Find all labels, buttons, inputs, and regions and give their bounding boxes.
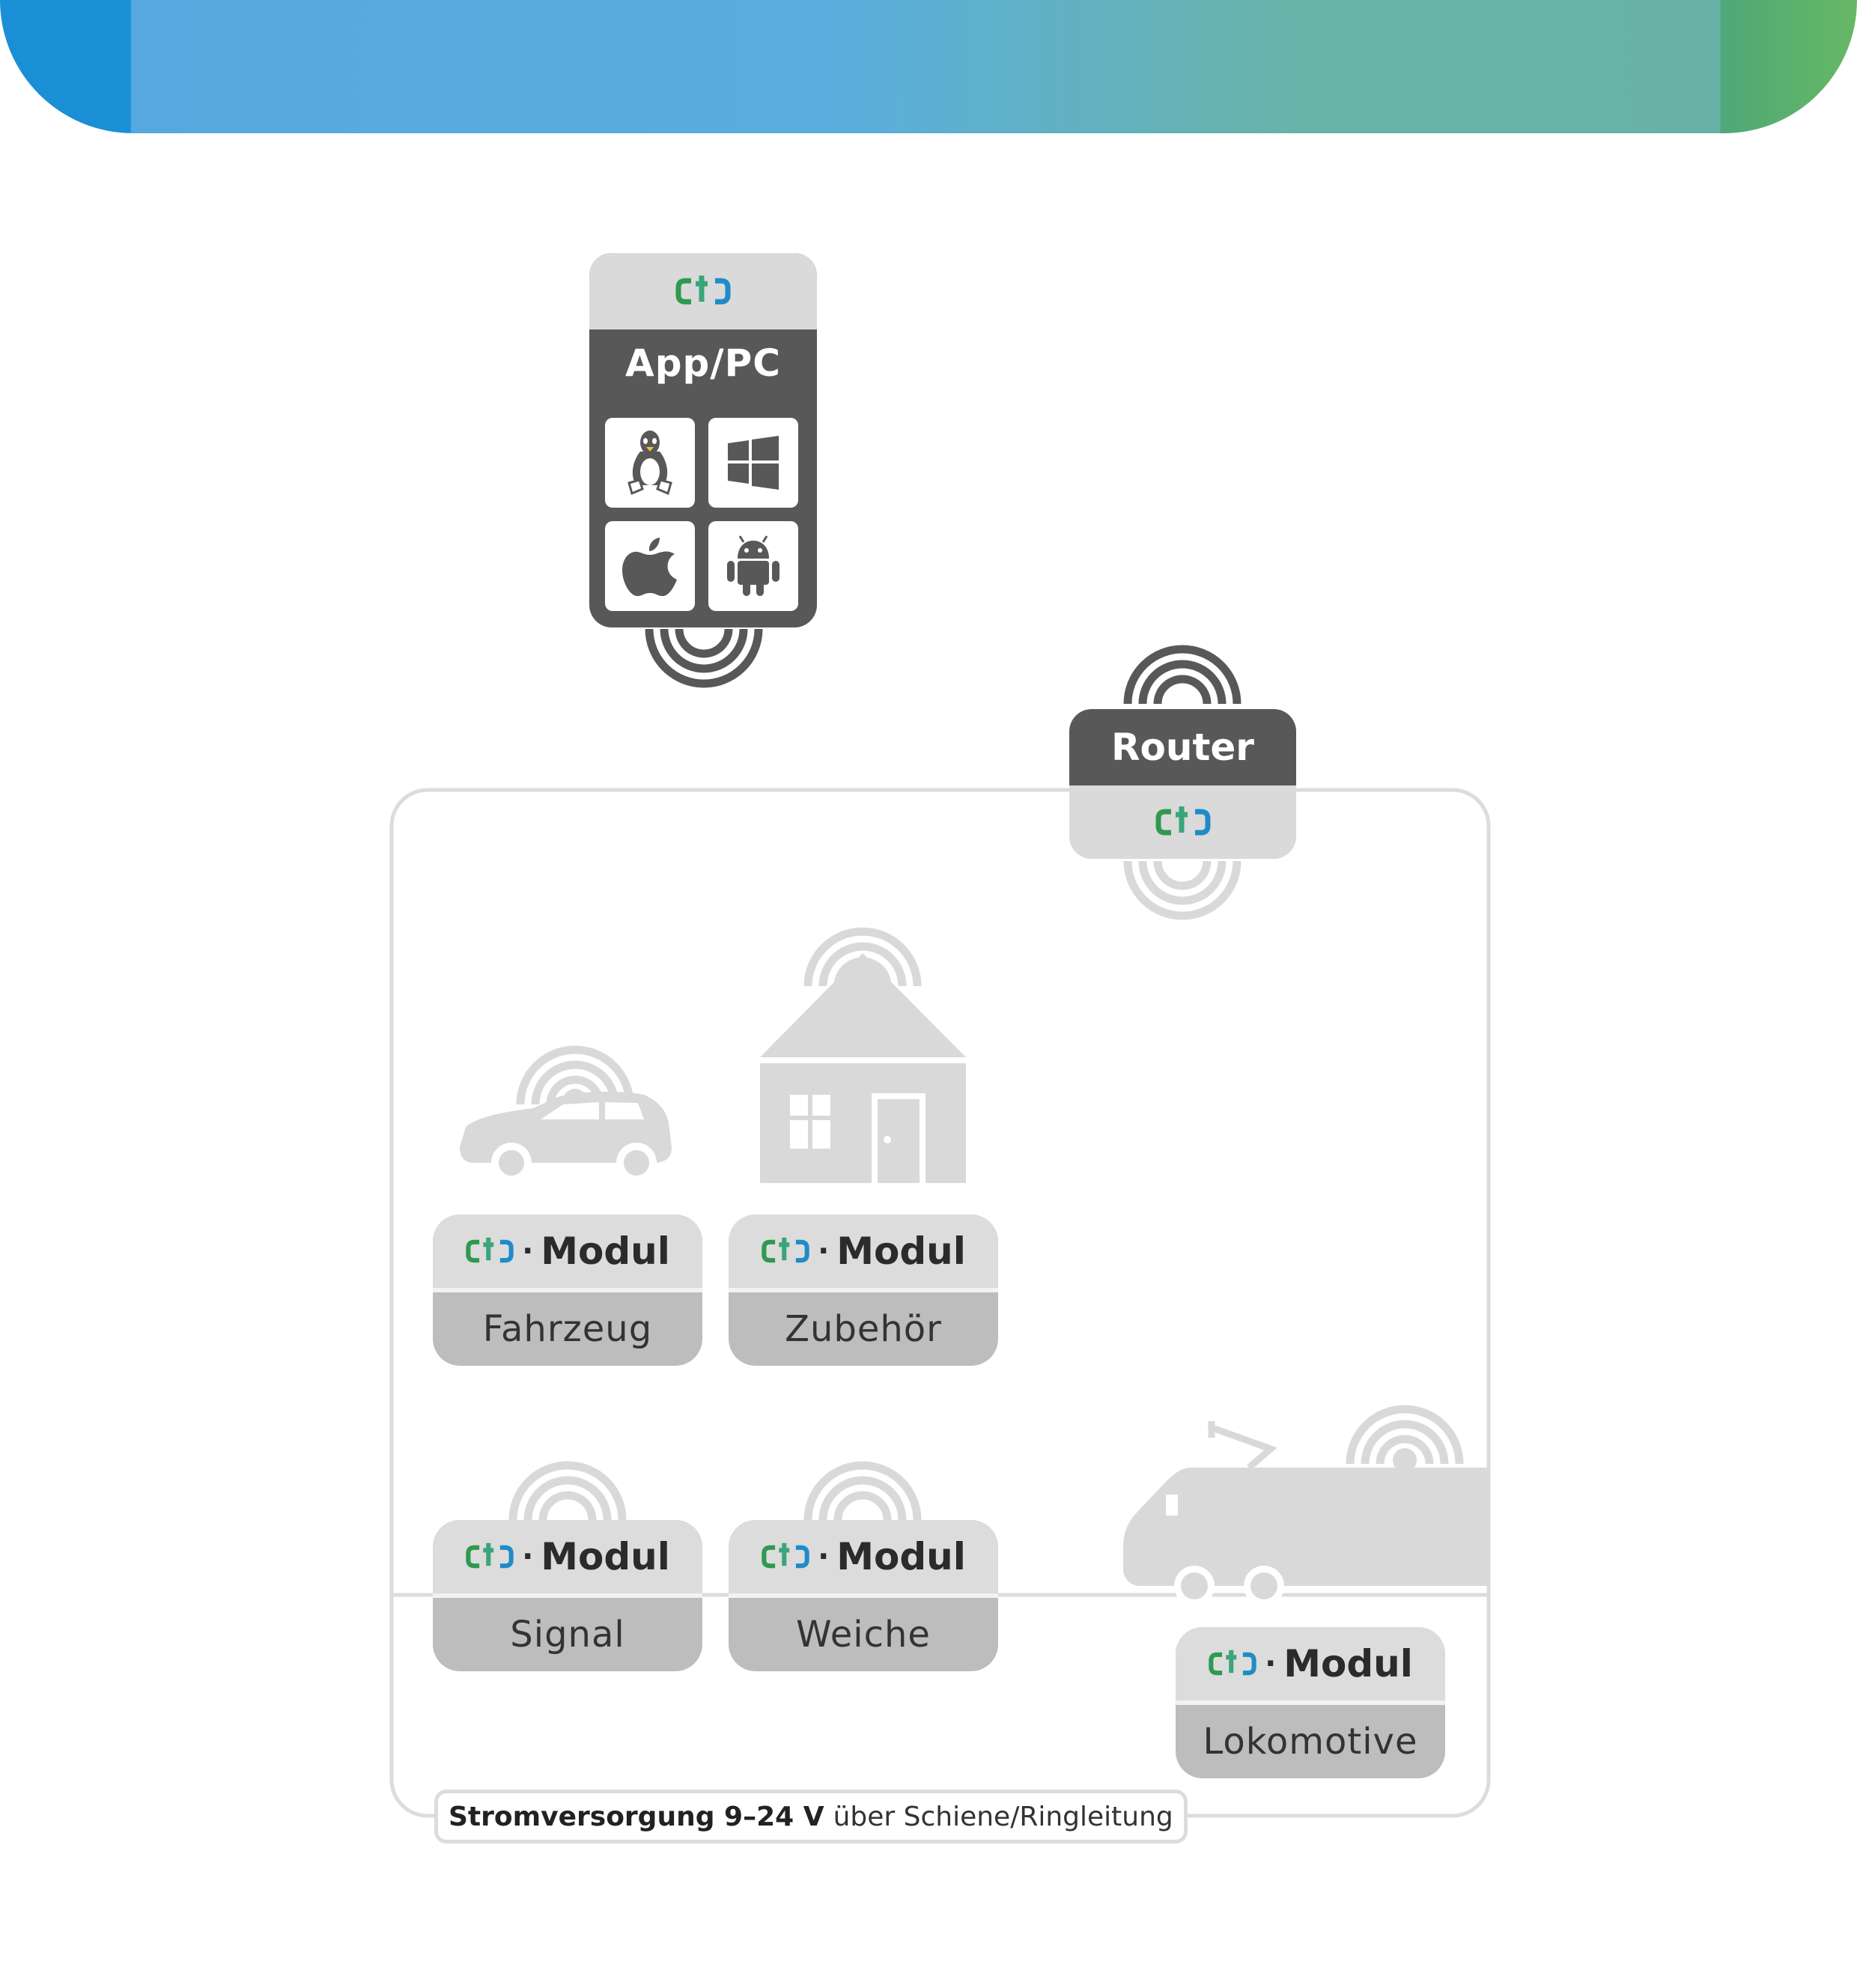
separator-dot: ·	[1265, 1647, 1277, 1681]
car-icon	[460, 1045, 672, 1183]
power-supply-source: über Schiene/Ringleitung	[833, 1801, 1173, 1832]
train-icon	[1123, 1405, 1490, 1606]
linux-icon	[627, 431, 672, 496]
apple-tile	[605, 521, 695, 611]
android-icon	[727, 535, 779, 596]
separator-dot: ·	[522, 1539, 534, 1574]
module-brand: Modul	[541, 1229, 670, 1273]
module-brand: Modul	[836, 1229, 966, 1273]
separator-dot: ·	[818, 1539, 830, 1574]
house-icon	[760, 927, 966, 1183]
power-supply-label: Stromversorgung 9–24 V über Schiene/Ring…	[434, 1790, 1188, 1843]
router-logo-bar	[1069, 785, 1296, 859]
apple-icon	[622, 538, 677, 596]
app-pc-box: App/PC	[589, 253, 817, 627]
module-lokomotive: · Modul Lokomotive	[1176, 1627, 1445, 1778]
router-box: Router	[1069, 709, 1296, 859]
separator-dot: ·	[818, 1234, 830, 1268]
ctc-logo-icon	[762, 1542, 809, 1569]
app-pc-title: App/PC	[625, 341, 781, 385]
windows-icon	[728, 436, 779, 490]
ctc-logo-icon	[675, 276, 731, 305]
module-label: Weiche	[796, 1614, 931, 1656]
module-label: Lokomotive	[1203, 1721, 1418, 1763]
module-brand: Modul	[1283, 1642, 1413, 1685]
ctc-logo-icon	[1155, 806, 1210, 836]
power-supply-voltage: Stromversorgung 9–24 V	[449, 1801, 824, 1832]
app-logo-bar	[589, 253, 817, 329]
windows-tile	[708, 418, 798, 508]
module-label: Signal	[510, 1614, 625, 1656]
module-zubehoer: · Modul Zubehör	[729, 1215, 998, 1366]
module-weiche: · Modul Weiche	[729, 1520, 998, 1671]
separator-dot: ·	[522, 1234, 534, 1268]
module-brand: Modul	[541, 1535, 670, 1578]
router-wifi-bottom-icon	[1123, 860, 1241, 920]
module-signal: · Modul Signal	[433, 1520, 702, 1671]
module-label: Zubehör	[785, 1308, 942, 1350]
header-banner	[0, 0, 1857, 133]
signal-wifi-icon	[508, 1461, 627, 1521]
ctc-logo-icon	[1209, 1650, 1256, 1676]
weiche-wifi-icon	[803, 1461, 922, 1521]
app-wifi-icon	[645, 628, 763, 688]
module-label: Fahrzeug	[482, 1308, 653, 1350]
module-brand: Modul	[836, 1535, 966, 1578]
android-tile	[708, 521, 798, 611]
ctc-logo-icon	[466, 1542, 514, 1569]
router-title: Router	[1069, 709, 1296, 785]
ctc-logo-icon	[762, 1237, 809, 1263]
module-fahrzeug: · Modul Fahrzeug	[433, 1215, 702, 1366]
router-wifi-top-icon	[1123, 645, 1241, 705]
linux-tile	[605, 418, 695, 508]
ctc-logo-icon	[466, 1237, 514, 1263]
